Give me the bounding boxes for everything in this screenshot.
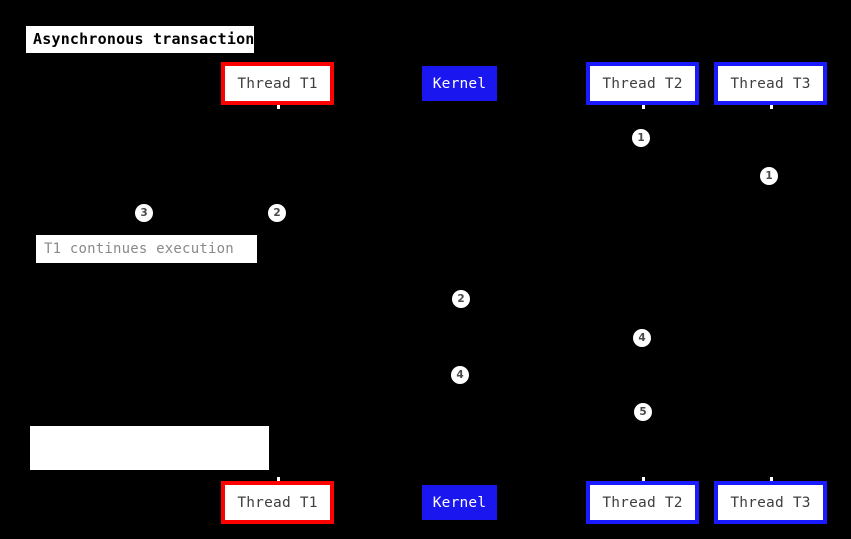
participant-top-thread-t2[interactable]: Thread T2 xyxy=(586,62,699,105)
step-marker-2: 2 xyxy=(268,204,286,222)
step-marker-3: 3 xyxy=(135,204,153,222)
participant-top-thread-t1[interactable]: Thread T1 xyxy=(221,62,334,105)
diagram-title: Asynchronous transaction xyxy=(26,26,254,53)
participant-top-kernel[interactable]: Kernel xyxy=(422,66,497,101)
note-box-empty xyxy=(30,426,269,470)
participant-label: Thread T2 xyxy=(602,75,683,92)
participant-label: Kernel xyxy=(432,494,487,511)
step-marker-4: 4 xyxy=(451,366,469,384)
step-marker-2: 2 xyxy=(452,290,470,308)
participant-label: Thread T1 xyxy=(237,75,318,92)
step-marker-1: 1 xyxy=(632,129,650,147)
step-marker-1: 1 xyxy=(760,167,778,185)
lifeline-nub-icon xyxy=(277,477,280,481)
participant-bottom-thread-t1[interactable]: Thread T1 xyxy=(221,481,334,524)
lifeline-nub-icon xyxy=(277,105,280,109)
note-box: T1 continues execution xyxy=(36,235,257,263)
note-text: T1 continues execution xyxy=(44,240,234,257)
step-marker-5: 5 xyxy=(634,403,652,421)
participant-label: Thread T2 xyxy=(602,494,683,511)
lifeline-nub-icon xyxy=(642,477,645,481)
participant-bottom-thread-t2[interactable]: Thread T2 xyxy=(586,481,699,524)
participant-bottom-thread-t3[interactable]: Thread T3 xyxy=(714,481,827,524)
lifeline-nub-icon xyxy=(770,105,773,109)
participant-label: Thread T3 xyxy=(730,75,811,92)
participant-label: Thread T3 xyxy=(730,494,811,511)
participant-top-thread-t3[interactable]: Thread T3 xyxy=(714,62,827,105)
step-marker-4: 4 xyxy=(633,329,651,347)
participant-label: Kernel xyxy=(432,75,487,92)
lifeline-nub-icon xyxy=(642,105,645,109)
lifeline-nub-icon xyxy=(770,477,773,481)
participant-label: Thread T1 xyxy=(237,494,318,511)
participant-bottom-kernel[interactable]: Kernel xyxy=(422,485,497,520)
